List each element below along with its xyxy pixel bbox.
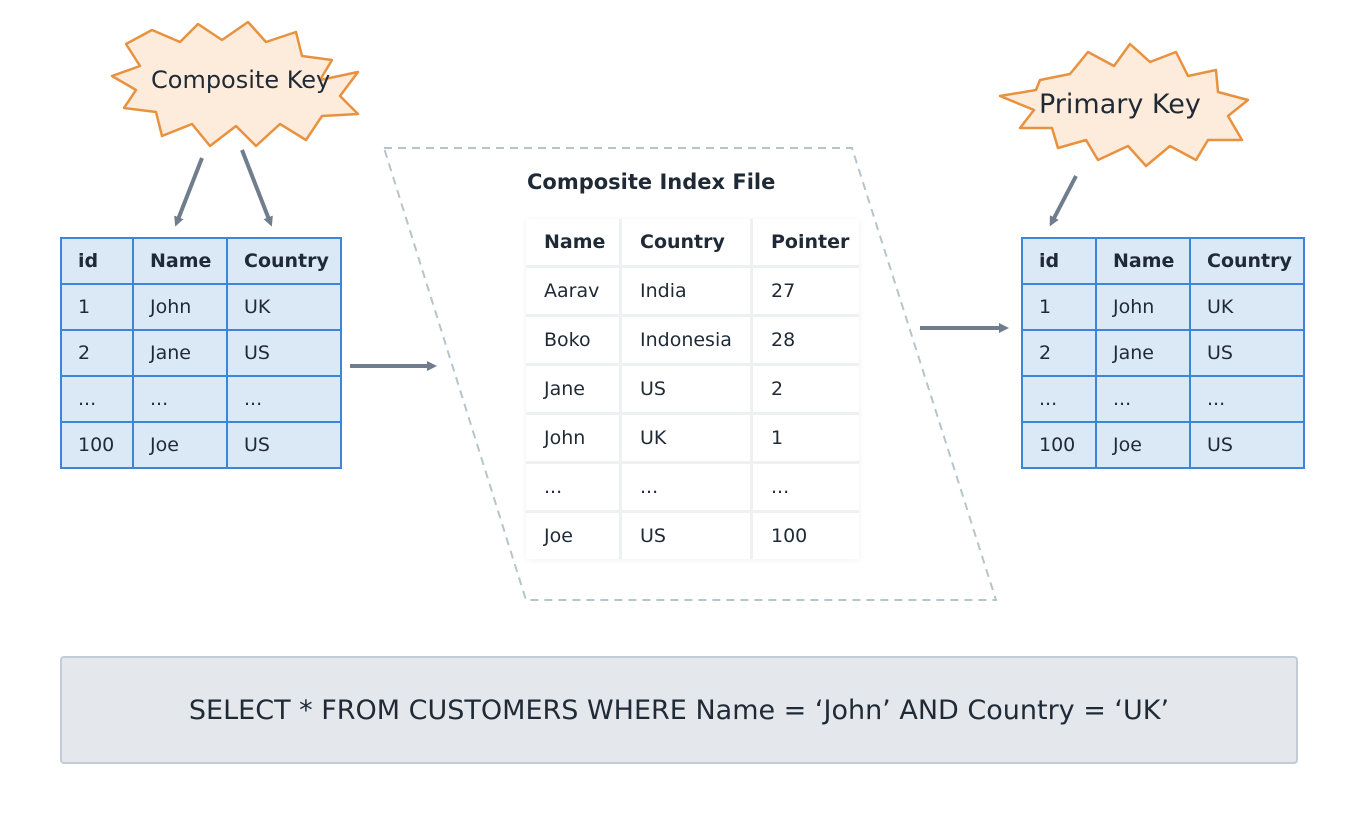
table-cell: US	[620, 364, 753, 415]
right-customers-table: id Name Country 1 John UK 2 Jane US ... …	[1021, 237, 1305, 469]
header-id: id	[60, 237, 134, 285]
table-cell: US	[226, 329, 342, 377]
table-cell: John	[526, 413, 622, 464]
table-row: 100 Joe US	[1021, 421, 1305, 469]
table-row: 100 Joe US	[60, 421, 342, 469]
table-row: Joe US 100	[526, 511, 859, 559]
table-cell: 28	[751, 315, 859, 366]
table-cell: US	[620, 511, 753, 559]
table-cell: 2	[751, 364, 859, 415]
table-cell: US	[1189, 329, 1305, 377]
header-country: Country	[226, 237, 342, 285]
table-cell: US	[226, 421, 342, 469]
table-cell: ...	[751, 462, 859, 513]
table-cell: 27	[751, 266, 859, 317]
table-cell: ...	[620, 462, 753, 513]
table-row: 1 John UK	[1021, 283, 1305, 331]
index-file-title: Composite Index File	[527, 170, 776, 194]
sql-query: SELECT * FROM CUSTOMERS WHERE Name = ‘Jo…	[188, 694, 1170, 726]
table-cell: ...	[226, 375, 342, 423]
header-country: Country	[1189, 237, 1305, 285]
table-cell: John	[1095, 283, 1191, 331]
query-box: SELECT * FROM CUSTOMERS WHERE Name = ‘Jo…	[60, 656, 1298, 764]
table-cell: UK	[1189, 283, 1305, 331]
table-row: 1 John UK	[60, 283, 342, 331]
table-row: ... ... ...	[60, 375, 342, 423]
table-cell: Joe	[132, 421, 228, 469]
left-customers-table: id Name Country 1 John UK 2 Jane US ... …	[60, 237, 342, 469]
table-header-row: Name Country Pointer	[526, 219, 859, 268]
table-cell: Indonesia	[620, 315, 753, 366]
table-cell: ...	[1021, 375, 1097, 423]
table-row: ... ... ...	[1021, 375, 1305, 423]
table-cell: 100	[771, 525, 808, 547]
table-cell: India	[620, 266, 753, 317]
table-cell: 100	[1021, 421, 1097, 469]
table-header-row: id Name Country	[1021, 237, 1305, 285]
table-cell: UK	[226, 283, 342, 331]
table-cell: John	[132, 283, 228, 331]
header-name: Name	[132, 237, 228, 285]
table-cell: ...	[1095, 375, 1191, 423]
table-header-row: id Name Country	[60, 237, 342, 285]
table-cell: UK	[620, 413, 753, 464]
index-file-frame	[382, 147, 998, 601]
composite-key-label: Composite Key	[151, 66, 331, 94]
header-id: id	[1021, 237, 1097, 285]
table-cell: Jane	[526, 364, 622, 415]
table-cell: Boko	[526, 315, 622, 366]
table-cell: 100	[60, 421, 134, 469]
primary-key-label: Primary Key	[1039, 89, 1201, 120]
header-name: Name	[526, 219, 622, 268]
table-row: Boko Indonesia 28	[526, 315, 859, 366]
table-cell: Jane	[1095, 329, 1191, 377]
table-cell: ...	[60, 375, 134, 423]
arrow-to-id	[1049, 175, 1078, 227]
table-cell: Joe	[526, 511, 622, 559]
arrow-to-country	[240, 149, 273, 227]
table-cell: Joe	[1095, 421, 1191, 469]
table-cell: 1	[751, 413, 859, 464]
table-cell: ...	[1189, 375, 1305, 423]
table-cell: 2	[60, 329, 134, 377]
arrow-to-name	[174, 157, 204, 227]
header-pointer: Pointer	[751, 219, 859, 268]
header-country: Country	[620, 219, 753, 268]
table-cell: ...	[132, 375, 228, 423]
table-cell: US	[1189, 421, 1305, 469]
table-cell: Aarav	[526, 266, 622, 317]
table-row: 2 Jane US	[60, 329, 342, 377]
table-row: 2 Jane US	[1021, 329, 1305, 377]
primary-key-burst	[998, 42, 1250, 168]
table-cell: 1	[60, 283, 134, 331]
table-row: Jane US 2	[526, 364, 859, 415]
table-row: Aarav India 27	[526, 266, 859, 317]
header-name: Name	[1095, 237, 1191, 285]
table-row: John UK 1	[526, 413, 859, 464]
table-cell: ...	[526, 462, 622, 513]
table-cell: Jane	[132, 329, 228, 377]
table-cell: 1	[1021, 283, 1097, 331]
composite-index-table: Name Country Pointer Aarav India 27 Boko…	[526, 219, 859, 559]
composite-key-burst	[110, 20, 360, 148]
table-row: ... ... ...	[526, 462, 859, 513]
table-cell: 2	[1021, 329, 1097, 377]
